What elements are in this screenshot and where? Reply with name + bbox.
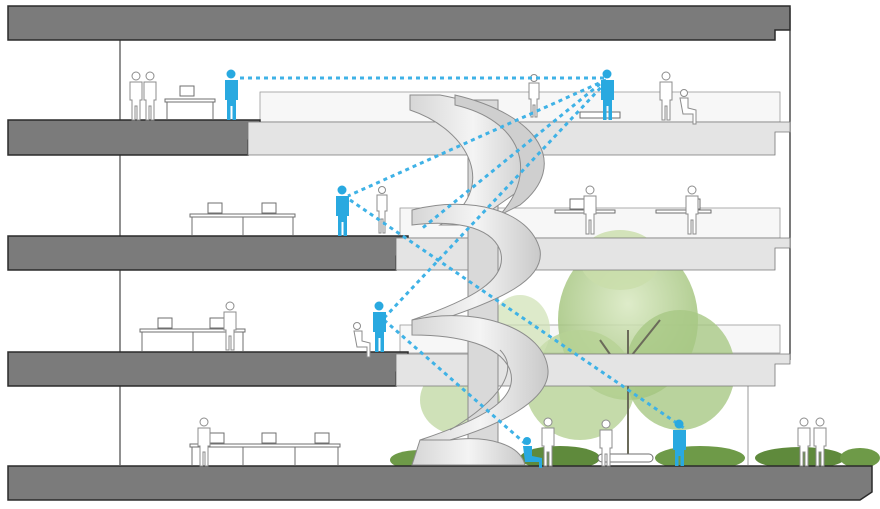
highlight-person-ground-right [673, 419, 686, 466]
highlight-person-level1 [373, 301, 386, 352]
outline-people [129, 71, 827, 467]
highlight-person-ground-seated [523, 437, 542, 468]
highlight-people [225, 69, 686, 468]
highlight-person-level3-left [225, 69, 238, 120]
spiral-stair [409, 94, 549, 466]
sightlines [240, 76, 685, 448]
highlight-person-level2 [336, 185, 349, 236]
highlight-person-level3-right [601, 69, 614, 120]
